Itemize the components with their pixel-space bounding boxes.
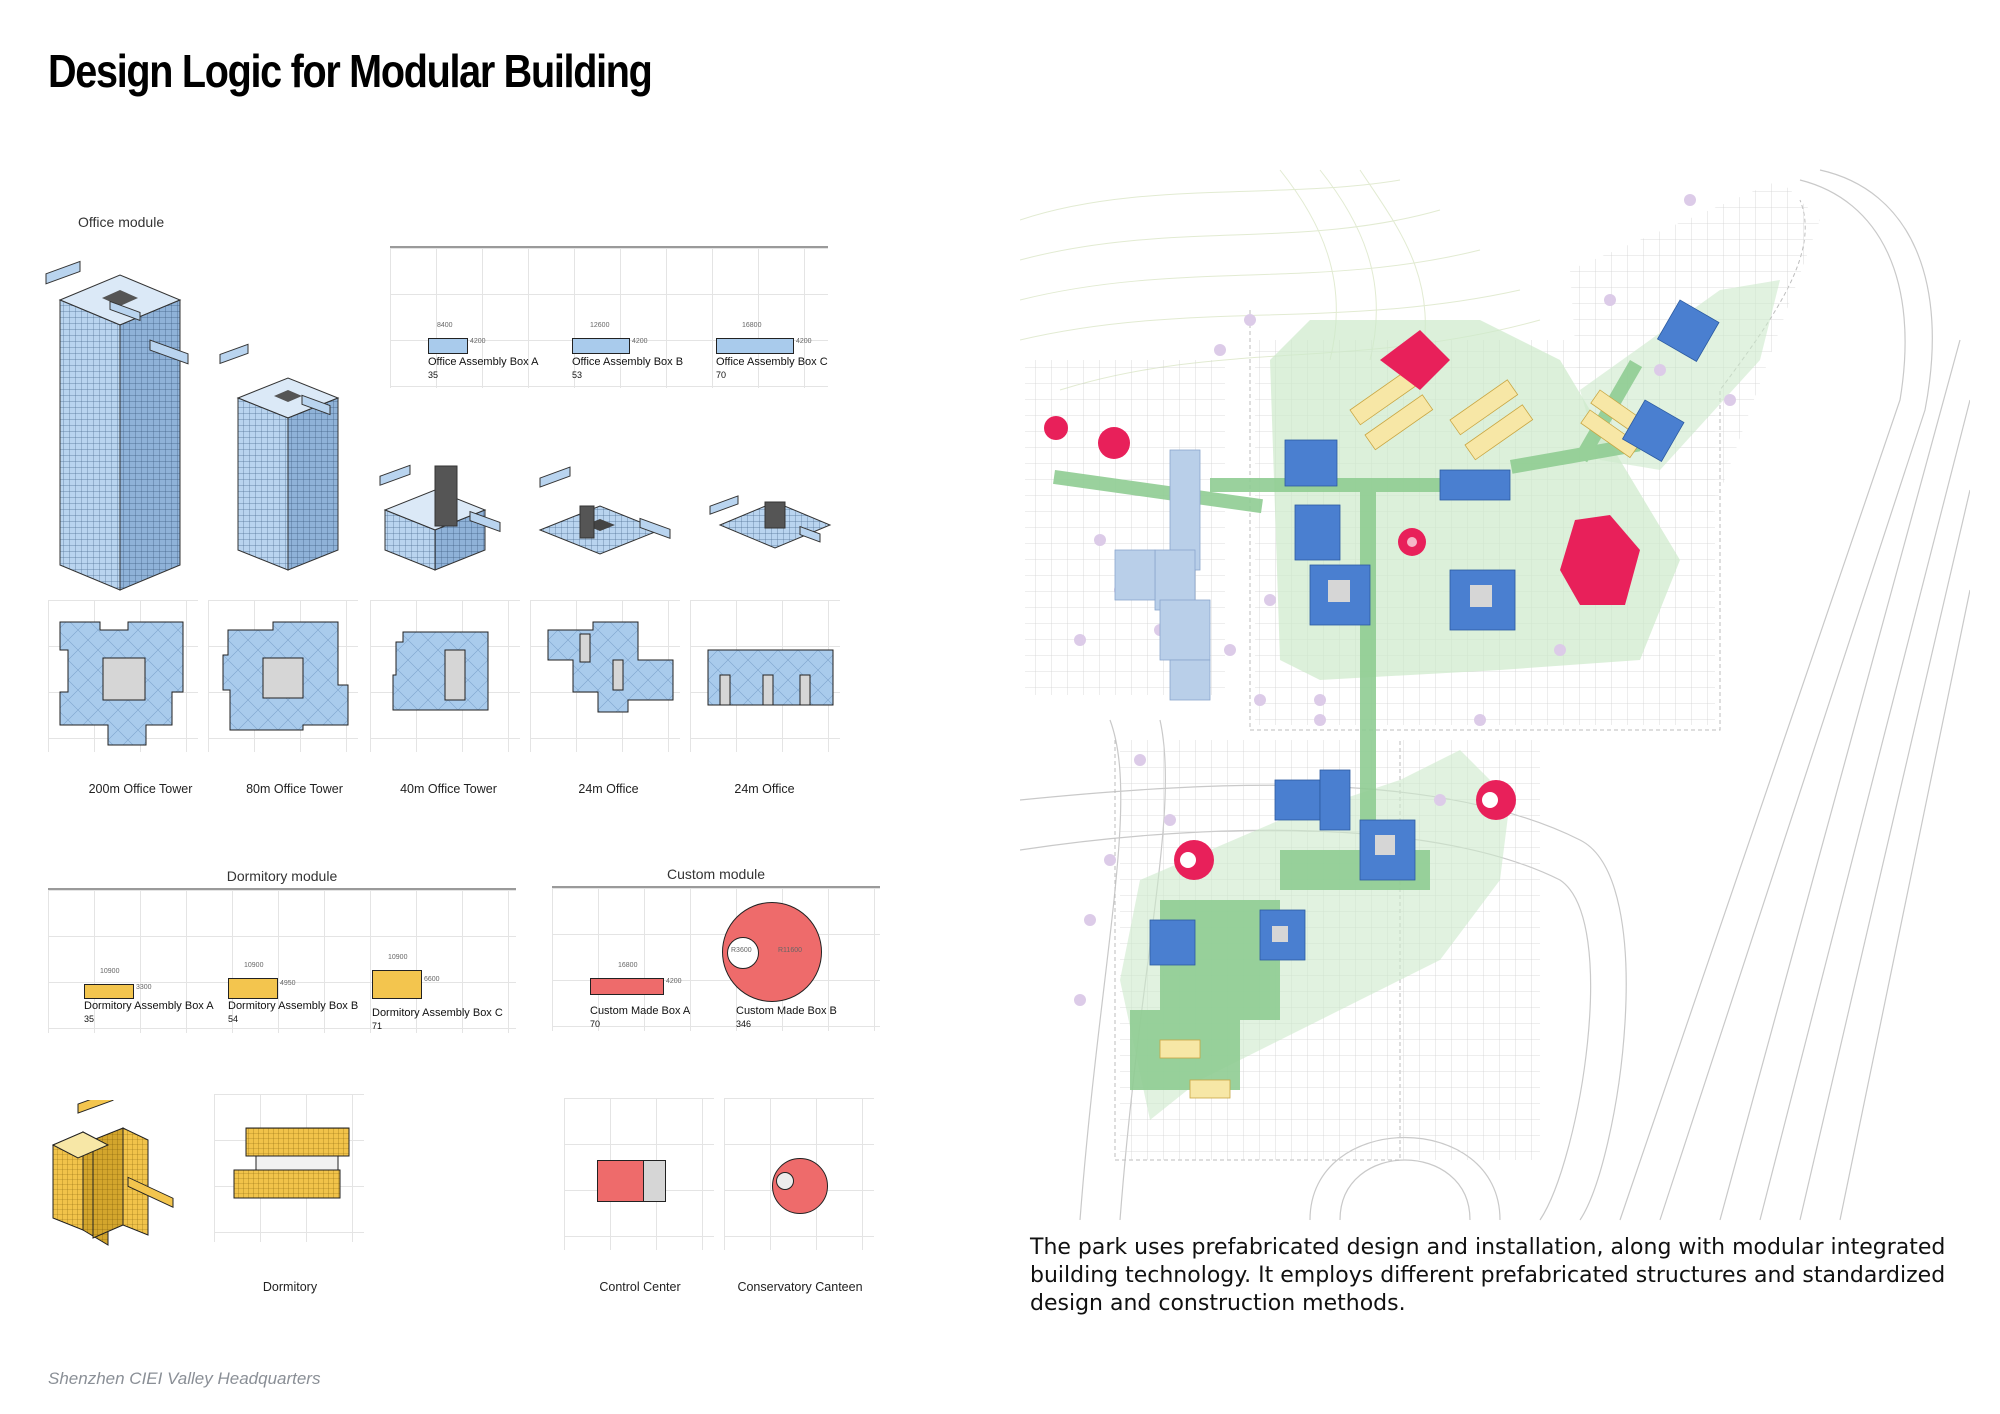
dormitory-type-caption: Dormitory [262,1280,318,1294]
control-center-plan-core [643,1160,666,1202]
custom-box-a-height: 4200 [666,978,682,985]
custom-type-caption: Conservatory Canteen [737,1280,863,1294]
dorm-box-a-width: 10900 [100,968,120,975]
office-box-c-label: Office Assembly Box C [716,356,828,368]
dormitory-isometric [51,1100,174,1246]
custom-box-a-count: 70 [590,1019,601,1029]
office-box-a-height: 4200 [470,338,486,345]
dorm-box-a-label: Dormitory Assembly Box A [84,1000,214,1012]
office-module-heading: Office module [78,214,165,230]
dormitory-plan [233,1127,350,1199]
dorm-box-c-count: 71 [372,1021,383,1031]
office-box-a-shape [428,338,468,354]
control-center-plan-red [597,1160,645,1202]
dormitory-module-heading: Dormitory module [226,868,338,884]
dorm-box-c-label: Dormitory Assembly Box C [372,1007,503,1019]
dormitory-blocks [1159,369,1650,1099]
tower-40m-isometric [379,464,501,571]
office-box-a-label: Office Assembly Box A [428,356,539,368]
pink-features [1044,330,1640,880]
dorm-box-b-height: 4950 [280,980,296,987]
conservatory-canteen-plan-circle [772,1158,828,1214]
courtyard-cores [1272,580,1492,942]
office-24m-a-isometric [538,466,671,555]
office-type-caption: 24m Office [578,782,639,796]
office-box-b-shape [572,338,630,354]
site-master-plan [1020,169,1970,1221]
dorm-box-c-width: 10900 [388,954,408,961]
office-box-c-count: 70 [716,370,727,380]
dorm-box-a-shape [84,984,134,999]
dorm-box-b-label: Dormitory Assembly Box B [228,1000,359,1012]
office-box-c-height: 4200 [796,338,812,345]
west-building-cluster [1114,449,1211,701]
custom-type-caption: Control Center [599,1280,681,1294]
tower-80m-isometric [219,343,340,571]
office-type-caption: 200m Office Tower [88,782,193,796]
dorm-box-b-shape [228,978,278,999]
plan-200m [59,621,184,746]
custom-box-b-inner-radius: R3600 [731,947,752,954]
dorm-box-b-width: 10900 [244,962,264,969]
office-isometric-illustrations [45,260,832,591]
office-box-a-width: 8400 [437,322,453,329]
office-type-caption: 80m Office Tower [246,782,343,796]
custom-module-heading: Custom module [666,866,766,882]
custom-box-a-shape [590,978,664,995]
plan-24m-b [707,649,834,706]
office-box-b-count: 53 [572,370,583,380]
office-assembly-box-panel [390,246,828,388]
dormitory-assembly-box-panel [48,888,516,1033]
site-description: The park uses prefabricated design and i… [1030,1235,1946,1316]
office-24m-b-isometric [709,495,832,549]
plan-40m [392,631,489,711]
custom-box-b-inner [727,937,759,969]
office-box-c-width: 16800 [742,322,762,329]
tree-dots [1074,194,1736,1006]
dorm-box-a-height: 3300 [136,984,152,991]
office-box-b-width: 12600 [590,322,610,329]
custom-box-b-count: 346 [736,1019,752,1029]
custom-box-b-label: Custom Made Box B [736,1005,837,1017]
dorm-box-c-height: 6600 [424,976,440,983]
office-box-a-count: 35 [428,370,439,380]
dorm-box-b-count: 54 [228,1014,239,1024]
custom-box-a-width: 16800 [618,962,638,969]
custom-box-b-outer-radius: R11600 [778,947,803,954]
office-blocks [1149,299,1720,966]
plan-80m [222,621,349,731]
office-type-caption: 40m Office Tower [400,782,497,796]
tower-200m-isometric [45,260,189,591]
page-title: Design Logic for Modular Building [48,45,653,97]
custom-box-a-label: Custom Made Box A [590,1005,691,1017]
plan-24m-a [547,621,674,713]
office-type-caption: 24m Office [734,782,795,796]
office-box-b-label: Office Assembly Box B [572,356,684,368]
office-box-b-height: 4200 [632,338,648,345]
conservatory-canteen-plan-core [776,1172,794,1190]
office-floor-plans [59,621,834,746]
custom-box-panel [552,886,880,1031]
project-footer: Shenzhen CIEI Valley Headquarters [48,1369,321,1388]
dorm-box-a-count: 35 [84,1014,95,1024]
office-box-c-shape [716,338,794,354]
dorm-box-c-shape [372,970,422,999]
